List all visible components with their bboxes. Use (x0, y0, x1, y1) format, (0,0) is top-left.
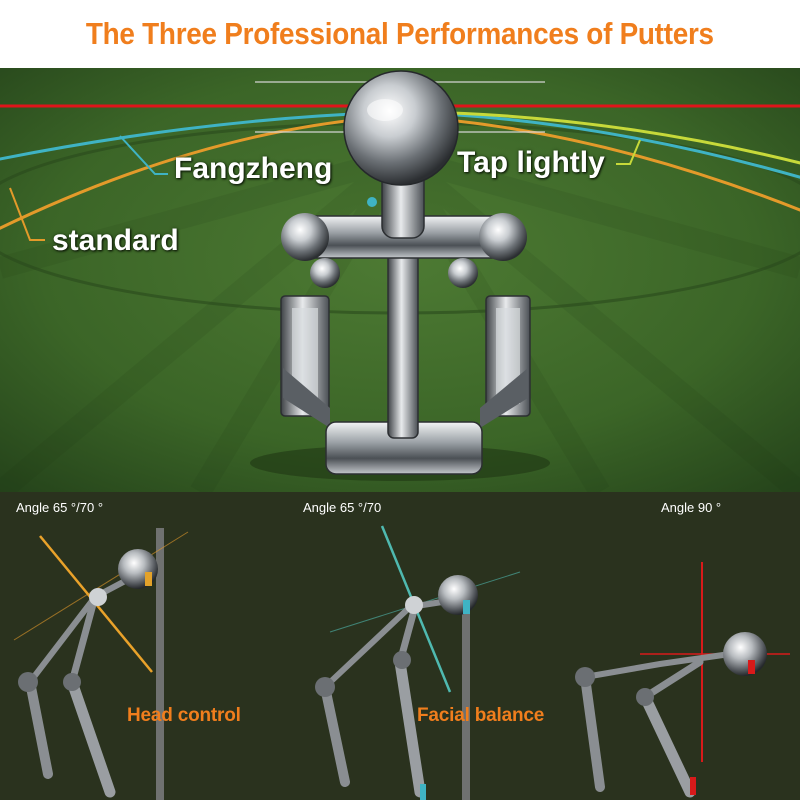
putter-side-view-3 (575, 562, 790, 798)
putter-top-view-panel: Fangzheng Tap lightly standard (0, 68, 800, 492)
putter-top-view-illustration (0, 68, 800, 492)
putter-side-view-1 (13, 528, 189, 800)
angle-label-2: Angle 65 °/70 (303, 500, 382, 515)
tap-lightly-leader-line (616, 139, 641, 165)
caption-head-control: Head control (127, 705, 241, 726)
angle-label-3: Angle 90 ° (661, 500, 722, 515)
angle-label-1: Angle 65 °/70 ° (16, 500, 104, 515)
fangzheng-leader-line (119, 135, 168, 175)
putter-side-view-2 (315, 525, 521, 800)
angle-comparison-illustration (0, 492, 800, 800)
fangzheng-label: Fangzheng (174, 152, 333, 185)
standard-label: standard (52, 224, 179, 257)
standard-leader-line (9, 187, 45, 241)
putter-head (250, 70, 550, 481)
tap-lightly-arc (419, 110, 800, 165)
caption-facial-balance: Facial balance (417, 705, 545, 726)
angle-comparison-panel: Angle 65 °/70 ° Angle 65 °/70 Angle 90 °… (0, 492, 800, 800)
tap-lightly-label: Tap lightly (457, 146, 605, 179)
page-title: The Three Professional Performances of P… (86, 16, 714, 51)
title-bar: The Three Professional Performances of P… (0, 0, 800, 68)
